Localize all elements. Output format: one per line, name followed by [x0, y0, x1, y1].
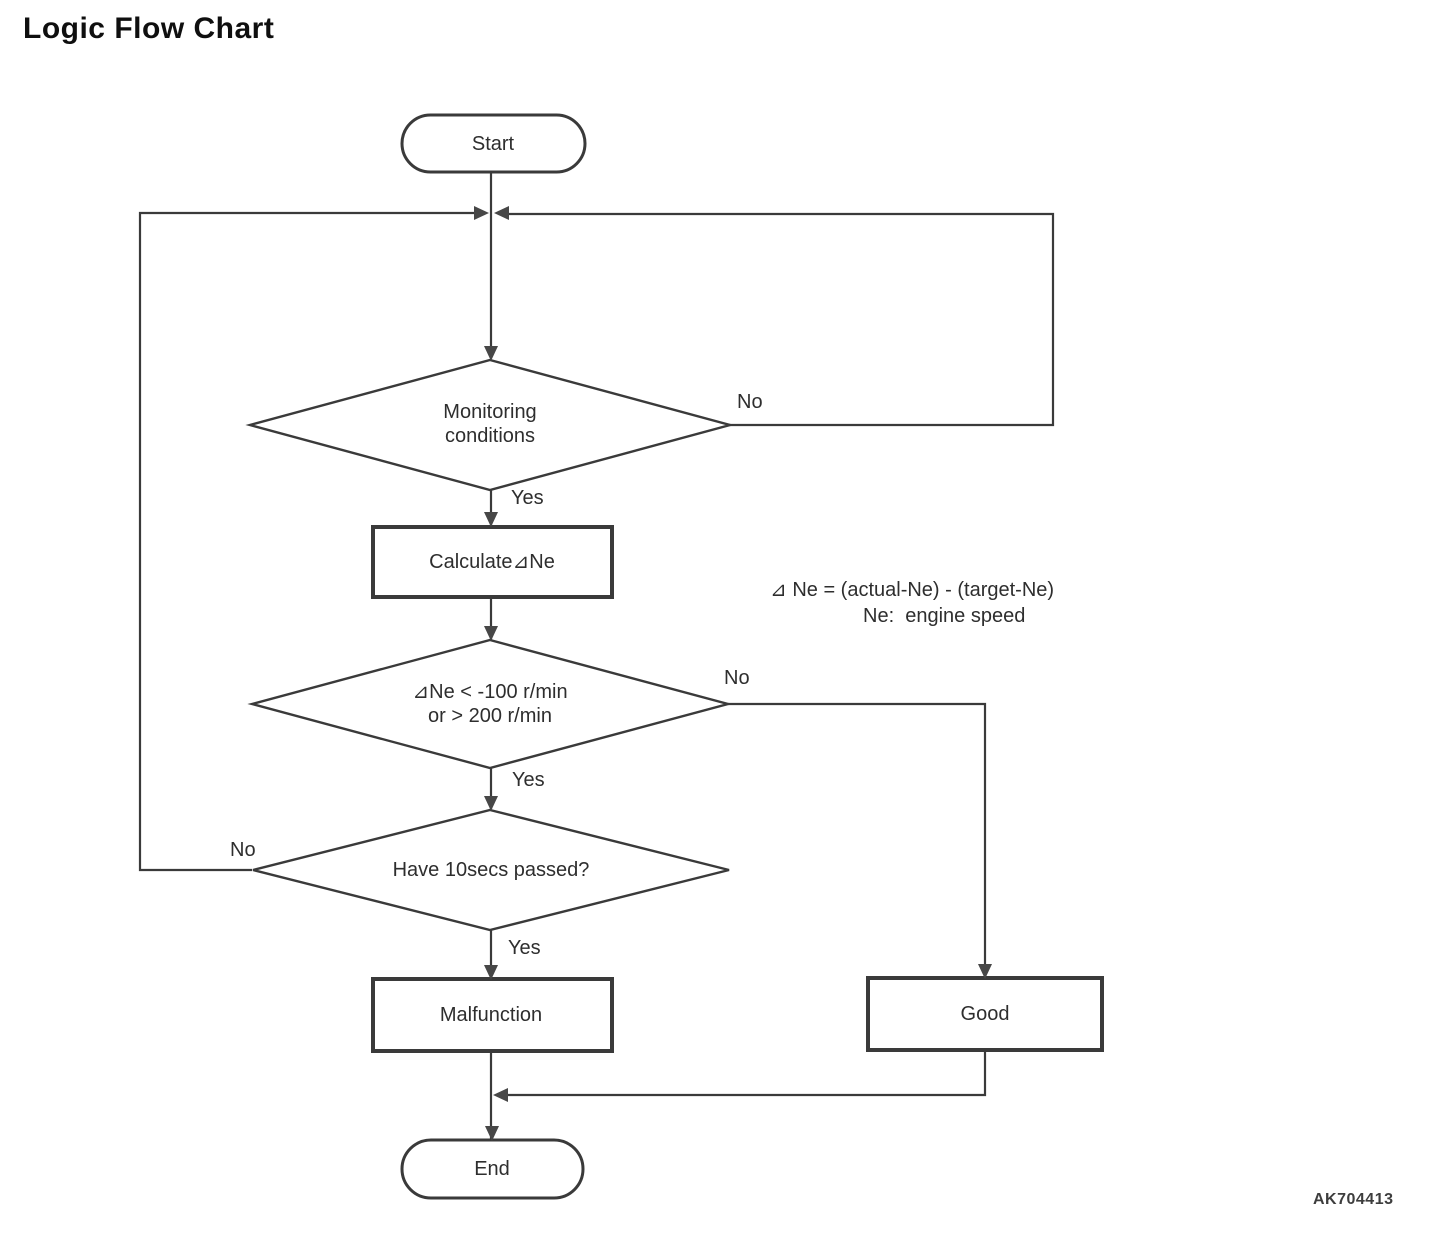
edge-delta-no-to-good: [728, 702, 987, 977]
end-node-label: End: [474, 1158, 510, 1180]
branch-label-monitoring-no: No: [737, 391, 763, 413]
branch-label-monitoring-yes: Yes: [511, 487, 544, 509]
edge-tensecs-no-loop: [138, 211, 475, 872]
arrowhead-into-end: [485, 1126, 499, 1141]
edge-monitoring-no-loop: [508, 212, 1055, 427]
arrowhead-junction-right: [494, 206, 509, 220]
branch-label-delta-no: No: [724, 667, 750, 689]
arrowhead-into-tensecs: [484, 796, 498, 811]
malfunction-process-label: Malfunction: [439, 1004, 543, 1026]
arrowhead-into-delta: [484, 626, 498, 641]
branch-label-tensecs-yes: Yes: [508, 937, 541, 959]
delta-formula-annotation: ⊿ Ne = (actual-Ne) - (target-Ne): [770, 579, 1055, 601]
calculate-process-label: Calculate⊿Ne: [429, 551, 555, 573]
arrowhead-into-monitoring: [484, 346, 498, 361]
arrowhead-into-malfunction: [484, 965, 498, 980]
end-node-shape: [400, 1138, 585, 1200]
page-title: Logic Flow Chart: [23, 12, 275, 45]
engine-speed-note: Ne: engine speed: [863, 605, 1026, 627]
malfunction-process-shape: [371, 977, 614, 1053]
branch-label-delta-yes: Yes: [512, 769, 545, 791]
figure-code: AK704413: [1313, 1191, 1394, 1208]
branch-label-tensecs-no: No: [230, 839, 256, 861]
monitoring-decision-label: Monitoring conditions: [443, 401, 537, 447]
arrowhead-merge-left: [493, 1088, 508, 1102]
delta-decision-label: ⊿Ne < -100 r/min or > 200 r/min: [412, 681, 568, 727]
arrowhead-into-calculate: [484, 512, 498, 527]
good-process-shape: [866, 976, 1104, 1052]
tensecs-decision-shape: [252, 808, 730, 932]
edge-good-to-merge: [507, 1050, 987, 1097]
start-node-shape: [400, 113, 587, 174]
start-node-label: Start: [471, 133, 515, 155]
calculate-process-shape: [371, 525, 614, 599]
arrowhead-junction-left: [474, 206, 489, 220]
arrowhead-into-good: [978, 964, 992, 979]
good-process-label: Good: [960, 1003, 1010, 1025]
tensecs-decision-label: Have 10secs passed?: [392, 859, 590, 881]
delta-decision-shape: [247, 638, 733, 770]
monitoring-decision-shape: [245, 358, 735, 492]
